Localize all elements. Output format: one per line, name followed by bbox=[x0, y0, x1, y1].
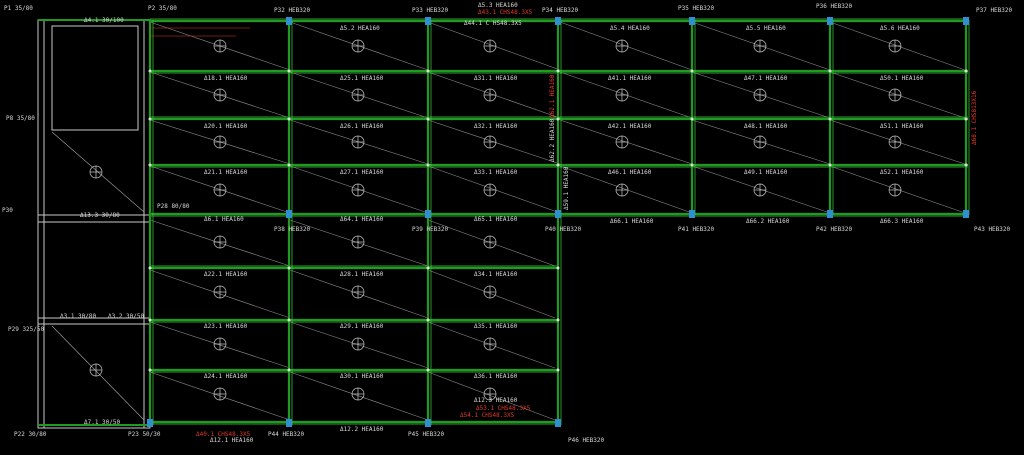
beam-label: Δ36.1 HEA160 bbox=[474, 373, 518, 380]
beam-label: Δ62.2 HEA160 bbox=[549, 118, 556, 162]
beam-label: Δ41.1 HEA160 bbox=[608, 75, 652, 82]
slab-span-symbols bbox=[89, 39, 902, 401]
column-label-p8: P8 35/80 bbox=[6, 115, 35, 122]
beam-label: Δ59.1 HEA160 bbox=[563, 166, 570, 210]
beam-label: Δ31.1 HEA160 bbox=[474, 75, 518, 82]
beam-label: Δ28.1 HEA160 bbox=[340, 271, 384, 278]
column-label-p40: P40 HEB320 bbox=[545, 226, 582, 233]
concrete-wing-diagonals bbox=[51, 131, 145, 421]
beam-label: Δ27.1 HEA160 bbox=[340, 169, 384, 176]
beam-label: Δ51.1 HEA160 bbox=[880, 123, 924, 130]
beam-label: Δ53.1 CHS48.3X5 bbox=[476, 405, 531, 412]
steel-beams-vertical-highlight bbox=[152, 20, 970, 425]
beam-label: Δ3.1 30/80 bbox=[60, 313, 97, 320]
beam-label: Δ18.1 HEA160 bbox=[204, 75, 248, 82]
beam-label: Δ46.1 HEA160 bbox=[608, 169, 652, 176]
beam-label: Δ40.1 CHS48.3X5 bbox=[196, 431, 251, 438]
beam-label: Δ4.1 30/100 bbox=[84, 17, 124, 24]
beam-label: Δ22.1 HEA160 bbox=[204, 271, 248, 278]
column-label-p39: P39 HEB320 bbox=[412, 226, 449, 233]
beam-label: Δ13.3 30/80 bbox=[80, 212, 120, 219]
red-annotations bbox=[150, 27, 250, 37]
beam-label: Δ21.1 HEA160 bbox=[204, 169, 248, 176]
beam-label: Δ35.1 HEA160 bbox=[474, 323, 518, 330]
beam-label: Δ30.1 HEA160 bbox=[340, 373, 384, 380]
beam-label: Δ23.1 HEA160 bbox=[204, 323, 248, 330]
vertical-beam-labels: Δ68.1 CHS813X16 Δ62.1 HEA160 Δ62.2 HEA16… bbox=[549, 74, 978, 210]
beam-label: Δ5.3 HEA160 bbox=[478, 2, 518, 9]
steel-beams-vertical bbox=[148, 20, 968, 425]
column-label-p35: P35 HEB320 bbox=[678, 5, 715, 12]
beam-label: Δ32.1 HEA160 bbox=[474, 123, 518, 130]
beam-label: Δ64.1 HEA160 bbox=[340, 216, 384, 223]
beam-label: Δ66.1 HEA160 bbox=[610, 218, 654, 225]
beam-label: Δ20.1 HEA160 bbox=[204, 123, 248, 130]
column-label-p45: P45 HEB320 bbox=[408, 431, 445, 438]
beam-labels: Δ5.3 HEA160 Δ43.1 CHS48.3X5 Δ44.1 C HS48… bbox=[60, 2, 924, 444]
beam-label: Δ26.1 HEA160 bbox=[340, 123, 384, 130]
column-label-p44: P44 HEB320 bbox=[268, 431, 305, 438]
column-label-p43: P43 HEB320 bbox=[974, 226, 1011, 233]
beam-label: Δ12.3 HEA160 bbox=[474, 397, 518, 404]
column-label-p37: P37 HEB320 bbox=[976, 7, 1013, 14]
column-joints bbox=[148, 69, 968, 372]
beam-label: Δ47.1 HEA160 bbox=[744, 75, 788, 82]
column-labels: P1 35/80 P2 35/80 P32 HEB320 P33 HEB320 … bbox=[2, 3, 1013, 444]
concrete-wing bbox=[37, 19, 151, 429]
beam-label: Δ5.5 HEA160 bbox=[746, 25, 786, 32]
beam-label: Δ12.2 HEA160 bbox=[340, 426, 384, 433]
beam-label: Δ33.1 HEA160 bbox=[474, 169, 518, 176]
beam-label: Δ62.1 HEA160 bbox=[549, 74, 556, 118]
column-nodes bbox=[147, 17, 969, 427]
column-label-p32: P32 HEB320 bbox=[274, 7, 311, 14]
beam-label: Δ65.1 HEA160 bbox=[474, 216, 518, 223]
beam-label: Δ68.1 CHS813X16 bbox=[971, 90, 978, 145]
column-label-p41: P41 HEB320 bbox=[678, 226, 715, 233]
beam-label: Δ42.1 HEA160 bbox=[608, 123, 652, 130]
beam-label: Δ44.1 C HS48.3X5 bbox=[464, 20, 522, 27]
column-label-p33: P33 HEB320 bbox=[412, 7, 449, 14]
beam-label: Δ5.2 HEA160 bbox=[340, 25, 380, 32]
column-label-p36: P36 HEB320 bbox=[816, 3, 853, 10]
beam-label: Δ25.1 HEA160 bbox=[340, 75, 384, 82]
concrete-wing-green bbox=[38, 19, 150, 426]
column-label-p29: P29 325/50 bbox=[8, 326, 45, 333]
beam-label: Δ6.1 HEA160 bbox=[204, 216, 244, 223]
beam-label: Δ66.2 HEA160 bbox=[746, 218, 790, 225]
column-label-p28: P28 80/80 bbox=[157, 203, 190, 210]
beam-label: Δ50.1 HEA160 bbox=[880, 75, 924, 82]
column-label-p38: P38 HEB320 bbox=[274, 226, 311, 233]
beam-label: Δ12.1 HEA160 bbox=[210, 437, 254, 444]
column-label-p2: P2 35/80 bbox=[148, 5, 177, 12]
column-label-p46: P46 HEB320 bbox=[568, 437, 605, 444]
beam-label: Δ29.1 HEA160 bbox=[340, 323, 384, 330]
beam-label: Δ24.1 HEA160 bbox=[204, 373, 248, 380]
column-label-p22: P22 30/80 bbox=[14, 431, 47, 438]
beam-label: Δ34.1 HEA160 bbox=[474, 271, 518, 278]
column-label-p34: P34 HEB320 bbox=[542, 7, 579, 14]
column-label-p42: P42 HEB320 bbox=[816, 226, 853, 233]
beam-label: Δ54.1 CHS48.3X5 bbox=[460, 412, 515, 419]
beam-label: Δ3.2 30/50 bbox=[108, 313, 145, 320]
beam-label: Δ5.6 HEA160 bbox=[880, 25, 920, 32]
beam-label: Δ48.1 HEA160 bbox=[744, 123, 788, 130]
beam-label: Δ7.1 30/50 bbox=[84, 419, 121, 426]
beam-label: Δ43.1 CHS48.3X5 bbox=[478, 9, 533, 16]
beam-label: Δ49.1 HEA160 bbox=[744, 169, 788, 176]
column-label-p1: P1 35/80 bbox=[4, 5, 33, 12]
column-label-p23: P23 50/30 bbox=[128, 431, 161, 438]
column-label-p30: P30 bbox=[2, 207, 13, 214]
beam-label: Δ5.4 HEA160 bbox=[610, 25, 650, 32]
beam-label: Δ66.3 HEA160 bbox=[880, 218, 924, 225]
beam-label: Δ52.1 HEA160 bbox=[880, 169, 924, 176]
